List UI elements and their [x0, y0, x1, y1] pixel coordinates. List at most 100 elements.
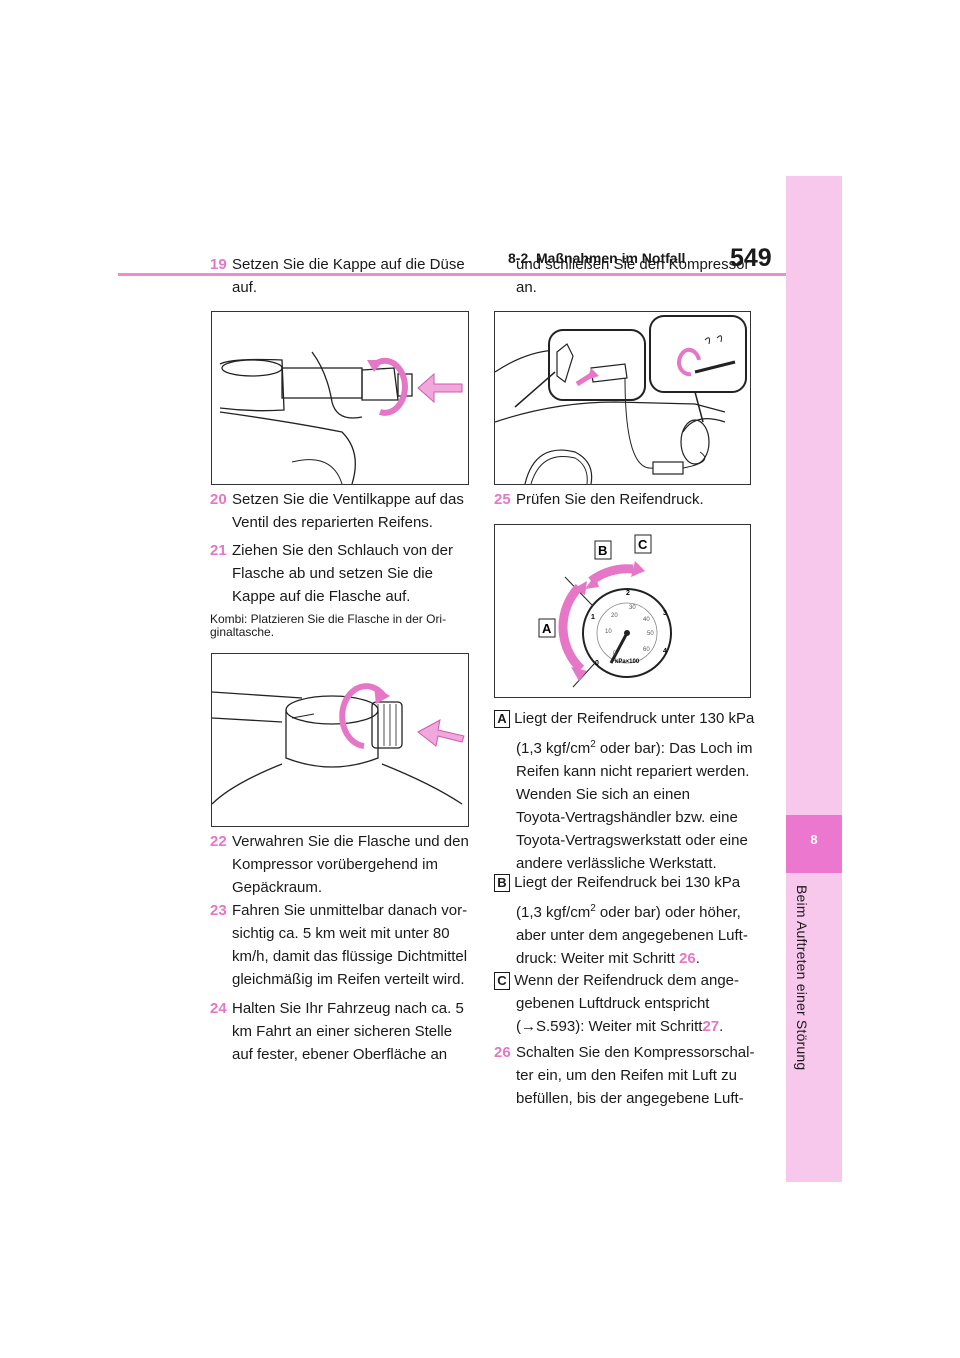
- step-text: sichtig ca. 5 km weit mit unter 80: [232, 925, 450, 942]
- gauge-label-b: B: [598, 543, 607, 558]
- step-text: Kompressor vorübergehend im: [232, 856, 438, 873]
- figure-nozzle-cap: [211, 311, 469, 485]
- item-text: druck: Weiter mit Schritt: [516, 950, 680, 967]
- step-24: 24 Halten Sie Ihr Fahrzeug nach ca. 5 km …: [210, 997, 490, 1066]
- bottle-cap-illustration: [219, 351, 463, 484]
- step-text: Prüfen Sie den Reifendruck.: [516, 491, 704, 508]
- item-text: Toyota-Vertragshändler bzw. eine: [516, 809, 738, 826]
- step-number: 23: [210, 902, 227, 919]
- chapter-number: 8: [810, 832, 818, 847]
- step-number: 25: [494, 491, 511, 508]
- step-text: und schließen Sie den Kompressor: [516, 256, 750, 273]
- item-text: (1,3 kgf/cm: [516, 904, 591, 921]
- item-a: A Liegt der Reifendruck unter 130 kPa (1…: [494, 707, 769, 875]
- step-text: Halten Sie Ihr Fahrzeug nach ca. 5: [232, 1000, 464, 1017]
- step-text: Ventil des reparierten Reifens.: [232, 514, 433, 531]
- item-text: andere verlässliche Werkstatt.: [516, 855, 717, 872]
- gauge-inner-tick: 10: [605, 629, 612, 635]
- item-text: oder bar) oder höher,: [595, 904, 741, 921]
- step-25: 25 Prüfen Sie den Reifendruck.: [494, 488, 774, 511]
- figure-bottle-cap: [211, 653, 469, 827]
- step-20: 20 Setzen Sie die Ventilkappe auf das Ven…: [210, 488, 490, 534]
- figure-pressure-gauge: 0 1 2 3 4 0 10 20 30 40 50 60 kPa×100 A …: [494, 524, 751, 698]
- gauge-inner-tick: 50: [647, 631, 654, 637]
- step-number: 22: [210, 833, 227, 850]
- item-b: B Liegt der Reifendruck bei 130 kPa (1,3…: [494, 871, 769, 970]
- step-text: Setzen Sie die Kappe auf die Düse: [232, 256, 465, 273]
- superscript: 2: [590, 903, 596, 914]
- step-22: 22 Verwahren Sie die Flasche und den Komp…: [210, 830, 490, 899]
- step-number: 19: [210, 256, 227, 273]
- step-reference[interactable]: 27: [702, 1018, 720, 1035]
- step-text: befüllen, bis der angegebene Luft-: [516, 1090, 744, 1107]
- step-21: 21 Ziehen Sie den Schlauch von der Flasch…: [210, 539, 490, 608]
- step-text: Verwahren Sie die Flasche und den: [232, 833, 469, 850]
- item-text: Toyota-Vertragswerkstatt oder eine: [516, 832, 748, 849]
- chapter-tab-active[interactable]: [786, 815, 842, 873]
- gauge-inner-tick: 30: [629, 605, 636, 611]
- note-kombi: Kombi: Platzieren Sie die Flasche in der…: [210, 613, 480, 639]
- item-text: (1,3 kgf/cm: [516, 740, 591, 757]
- gauge-outer-tick: 4: [663, 648, 667, 655]
- item-text: Liegt der Reifendruck bei 130 kPa: [514, 874, 741, 891]
- step-number: 26: [494, 1044, 511, 1061]
- step-24-continued: und schließen Sie den Kompressor an.: [494, 253, 774, 299]
- step-text: Kappe auf die Flasche auf.: [232, 588, 411, 605]
- step-text: km Fahrt an einer sicheren Stelle: [232, 1023, 453, 1040]
- item-text: aber unter dem angegebenen Luft-: [516, 927, 748, 944]
- car-compressor-illustration: [495, 315, 747, 484]
- step-text: Fahren Sie unmittelbar danach vor-: [232, 902, 468, 919]
- item-text: Wenden Sie sich an einen: [516, 786, 691, 803]
- bottle-cap-illustration-2: [212, 683, 465, 805]
- chapter-title: Beim Auftreten einer Störung: [794, 885, 810, 1071]
- item-text: Liegt der Reifendruck unter 130 kPa: [514, 710, 755, 727]
- step-text: auf fester, ebener Oberfläche an: [232, 1046, 448, 1063]
- header-rule: [118, 273, 842, 276]
- item-c: C Wenn der Reifendruck dem ange- gebenen…: [494, 969, 769, 1038]
- gauge-inner-tick: 60: [643, 647, 650, 653]
- step-text: Schalten Sie den Kompressorschal-: [516, 1044, 755, 1061]
- gauge-unit: kPa×100: [615, 659, 640, 665]
- note-text: Kombi: Platzieren Sie die Flasche in der…: [210, 612, 447, 626]
- item-text: oder bar): Das Loch im: [595, 740, 753, 757]
- step-23: 23 Fahren Sie unmittelbar danach vor- sic…: [210, 899, 490, 991]
- item-text: gebenen Luftdruck entspricht: [516, 995, 710, 1012]
- pressure-gauge-illustration: 0 1 2 3 4 0 10 20 30 40 50 60 kPa×100 A …: [538, 534, 672, 688]
- step-text: gleichmäßig im Reifen verteilt wird.: [232, 971, 465, 988]
- gauge-outer-tick: 2: [626, 590, 630, 597]
- item-text: (→S.593): Weiter mit Schritt: [516, 1018, 703, 1035]
- step-text: Setzen Sie die Ventilkappe auf das: [232, 491, 464, 508]
- gauge-label-a: A: [542, 621, 552, 636]
- step-text: auf.: [232, 279, 258, 296]
- item-text: Reifen kann nicht repariert werden.: [516, 763, 750, 780]
- item-text: Wenn der Reifendruck dem ange-: [514, 972, 740, 989]
- step-reference[interactable]: 26: [679, 950, 696, 967]
- gauge-inner-tick: 40: [643, 617, 650, 623]
- figure-car-compressor: [494, 311, 751, 485]
- step-number: 21: [210, 542, 227, 559]
- gauge-outer-tick: 0: [595, 660, 599, 667]
- step-number: 20: [210, 491, 227, 508]
- gauge-outer-tick: 1: [591, 614, 595, 621]
- gauge-outer-tick: 3: [663, 610, 667, 617]
- step-text: Ziehen Sie den Schlauch von der: [232, 542, 453, 559]
- label-a-badge: A: [494, 710, 510, 728]
- step-text: an.: [516, 279, 537, 296]
- step-text: Flasche ab und setzen Sie die: [232, 565, 433, 582]
- step-text: Gepäckraum.: [232, 879, 323, 896]
- superscript: 2: [590, 739, 596, 750]
- gauge-label-c: C: [638, 537, 648, 552]
- gauge-inner-tick: 20: [611, 613, 618, 619]
- step-text: km/h, damit das flüssige Dichtmittel: [232, 948, 468, 965]
- label-c-badge: C: [494, 972, 510, 990]
- note-text: ginaltasche.: [210, 625, 275, 639]
- section-title: 8-2. Maßnahmen im Notfall: [508, 250, 686, 266]
- step-19: 19 Setzen Sie die Kappe auf die Düse auf.: [210, 253, 480, 299]
- chapter-tab-strip: [786, 176, 842, 1182]
- gauge-inner-tick: 0: [613, 651, 617, 657]
- page-number: 549: [730, 244, 772, 272]
- item-text: .: [695, 950, 700, 967]
- label-b-badge: B: [494, 874, 510, 892]
- step-number: 24: [210, 1000, 227, 1017]
